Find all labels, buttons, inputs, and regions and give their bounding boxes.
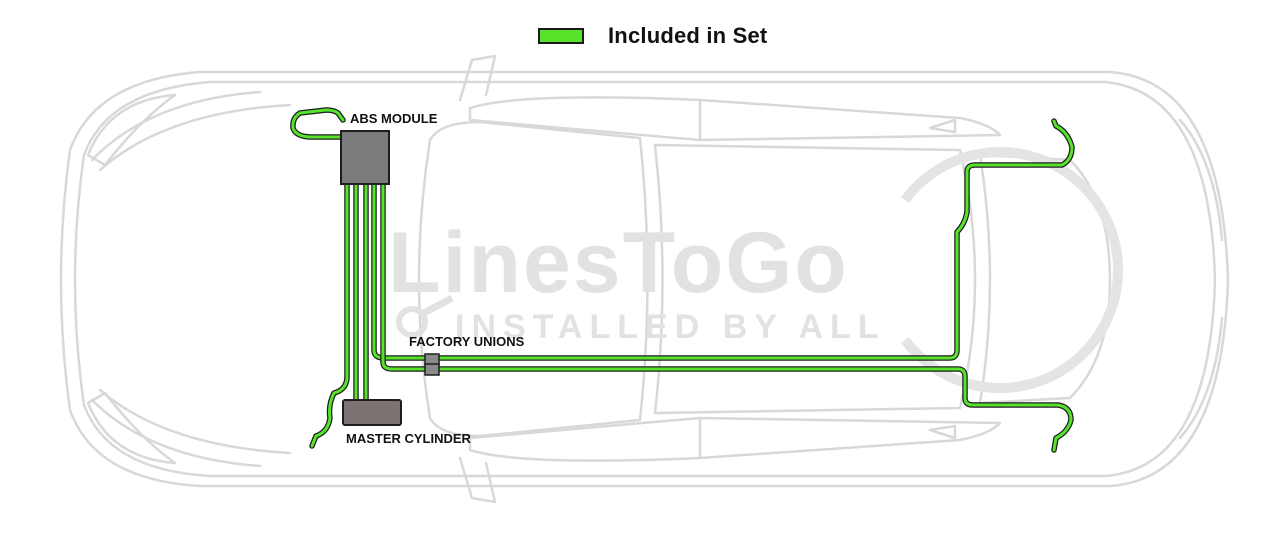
legend-label: Included in Set: [608, 23, 768, 48]
legend-swatch: [538, 28, 584, 44]
wrench-icon: [396, 294, 454, 338]
abs-module: [340, 130, 390, 185]
factory-unions-label: FACTORY UNIONS: [409, 334, 525, 349]
watermark: LinesToGo INSTALLED BY ALL: [388, 147, 1123, 393]
front-left-brake-line: [290, 107, 346, 140]
rear-left-brake-line: [380, 181, 1074, 453]
legend: Included in Set: [538, 20, 767, 52]
abs-module-label: ABS MODULE: [350, 111, 438, 126]
car-outline: [59, 54, 1230, 504]
master-cylinder: [342, 399, 402, 426]
watermark-swoosh: [900, 147, 1123, 393]
watermark-brand: LinesToGo: [388, 215, 849, 311]
brake-lines: [290, 107, 1075, 453]
factory-union-lower: [424, 363, 440, 376]
abs-to-master-line-1: [309, 181, 350, 449]
master-cylinder-label: MASTER CYLINDER: [346, 431, 472, 446]
watermark-tagline: INSTALLED BY ALL: [455, 308, 886, 346]
